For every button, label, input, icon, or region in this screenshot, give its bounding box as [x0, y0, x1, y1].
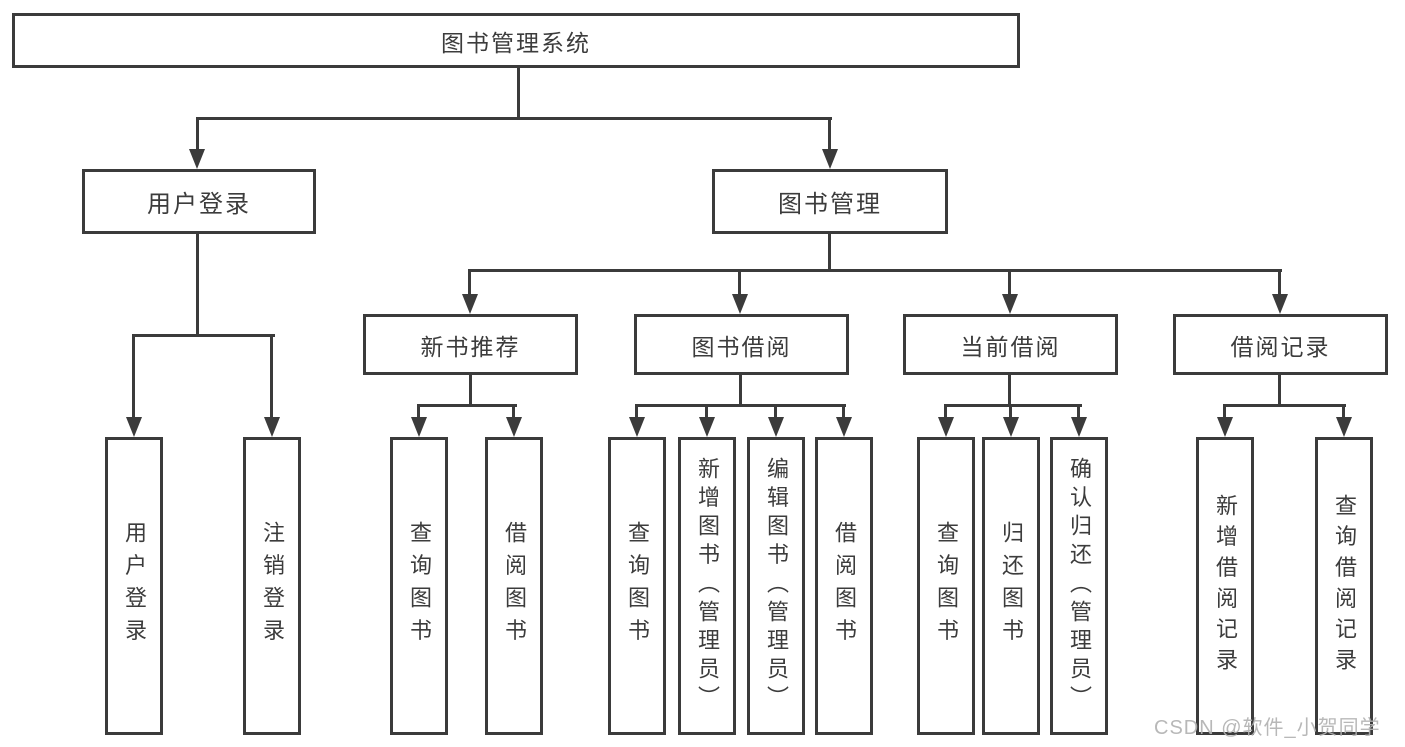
arrowhead-rec-query: [411, 417, 427, 437]
leaf-logout: 注销登录: [243, 437, 301, 735]
arrowhead-new-book-rec: [462, 294, 478, 314]
edge-drop-borrow-records: [1278, 269, 1281, 297]
edge-drop-new-book-rec: [468, 269, 471, 297]
edge-drop-bb-borrow: [842, 404, 845, 419]
node-book-management: 图书管理: [712, 169, 948, 234]
edge-drop-book-borrow: [738, 269, 741, 297]
leaf-user-login: 用户登录: [105, 437, 163, 735]
edge-userlogin-bus: [133, 334, 275, 337]
edge-drop-rec-query: [417, 404, 420, 419]
edge-drop-book-mgmt: [828, 117, 831, 150]
arrowhead-current-borrow: [1002, 294, 1018, 314]
edge-rec-bus: [417, 404, 517, 407]
leaf-add-book-admin: 新增图书（管理员）: [678, 437, 736, 735]
edge-br-bus: [1223, 404, 1346, 407]
leaf-query-borrow-record: 查询借阅记录: [1315, 437, 1373, 735]
arrowhead-leaf-user-login: [126, 417, 142, 437]
leaf-recommend-query-book: 查询图书: [390, 437, 448, 735]
node-user-login: 用户登录: [82, 169, 316, 234]
edge-drop-bb-add: [705, 404, 708, 419]
edge-bb-bus: [635, 404, 846, 407]
edge-drop-cb-query: [944, 404, 947, 419]
leaf-borrow-borrow-book: 借阅图书: [815, 437, 873, 735]
arrowhead-br-add: [1217, 417, 1233, 437]
edge-drop-bb-query: [635, 404, 638, 419]
edge-drop-user-login: [196, 117, 199, 150]
arrowhead-bb-borrow: [836, 417, 852, 437]
leaf-edit-book-admin: 编辑图书（管理员）: [747, 437, 805, 735]
edge-br-trunk: [1278, 375, 1281, 406]
leaf-add-borrow-record: 新增借阅记录: [1196, 437, 1254, 735]
edge-cb-trunk: [1008, 375, 1011, 406]
edge-drop-cb-return: [1009, 404, 1012, 419]
edge-bookmgmt-trunk: [828, 234, 831, 272]
leaf-confirm-return-admin: 确认归还（管理员）: [1050, 437, 1108, 735]
node-borrow-records: 借阅记录: [1173, 314, 1388, 375]
node-new-book-recommend: 新书推荐: [363, 314, 578, 375]
edge-root-bus: [196, 117, 832, 120]
edge-userlogin-trunk: [196, 234, 199, 337]
edge-bb-trunk: [739, 375, 742, 406]
csdn-watermark: CSDN @软件_小贺同学: [1154, 717, 1381, 739]
arrowhead-bb-query: [629, 417, 645, 437]
arrowhead-bb-edit: [768, 417, 784, 437]
arrowhead-user-login: [189, 149, 205, 169]
arrowhead-cb-return: [1003, 417, 1019, 437]
arrowhead-book-borrow: [732, 294, 748, 314]
arrowhead-bb-add: [699, 417, 715, 437]
arrowhead-book-mgmt: [822, 149, 838, 169]
node-root: 图书管理系统: [12, 13, 1020, 68]
arrowhead-rec-borrow: [506, 417, 522, 437]
edge-bookmgmt-bus: [468, 269, 1282, 272]
edge-drop-cb-confirm: [1077, 404, 1080, 419]
leaf-recommend-borrow-book: 借阅图书: [485, 437, 543, 735]
node-book-borrow: 图书借阅: [634, 314, 849, 375]
node-current-borrow: 当前借阅: [903, 314, 1118, 375]
edge-drop-rec-borrow: [512, 404, 515, 419]
leaf-current-query-book: 查询图书: [917, 437, 975, 735]
leaf-return-book: 归还图书: [982, 437, 1040, 735]
edge-rec-trunk: [469, 375, 472, 406]
edge-drop-leaf-user-login: [132, 334, 135, 419]
edge-drop-current-borrow: [1008, 269, 1011, 297]
edge-drop-br-query: [1342, 404, 1345, 419]
edge-drop-bb-edit: [774, 404, 777, 419]
edge-root-trunk: [517, 66, 520, 119]
edge-drop-br-add: [1223, 404, 1226, 419]
arrowhead-br-query: [1336, 417, 1352, 437]
arrowhead-cb-confirm: [1071, 417, 1087, 437]
arrowhead-borrow-records: [1272, 294, 1288, 314]
edge-cb-bus: [944, 404, 1082, 407]
arrowhead-cb-query: [938, 417, 954, 437]
edge-drop-leaf-logout: [270, 334, 273, 419]
arrowhead-leaf-logout: [264, 417, 280, 437]
leaf-borrow-query-book: 查询图书: [608, 437, 666, 735]
